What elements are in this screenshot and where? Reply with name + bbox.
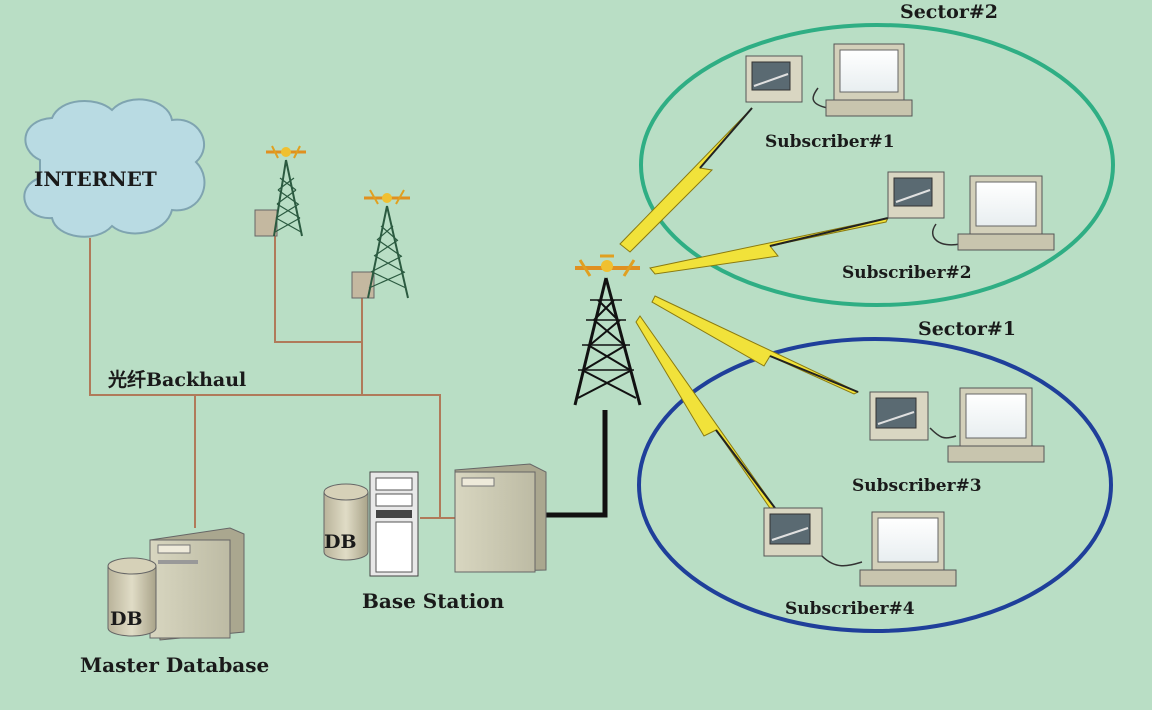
- subscriber-2-computer: [931, 175, 1055, 251]
- wireless-links: [619, 107, 889, 515]
- base-db-cylinder: [323, 483, 369, 561]
- master-db-label: DB: [110, 608, 143, 630]
- terminal-links: [699, 107, 889, 513]
- base-station-unit: [454, 463, 547, 573]
- subscriber-3-computer: [929, 387, 1045, 463]
- backhaul-cables: [89, 235, 455, 528]
- subscriber-1-label: Subscriber#1: [765, 132, 895, 152]
- sector1-ring: [637, 337, 1113, 633]
- main-tower: [573, 254, 642, 406]
- sector2-label: Sector#2: [900, 1, 998, 23]
- master-server: [149, 527, 245, 641]
- base-rack: [369, 471, 419, 577]
- backhaul-label: 光纤Backhaul: [107, 368, 246, 391]
- sector1-label: Sector#1: [918, 318, 1016, 340]
- sector2-ring: [639, 23, 1115, 307]
- subscriber-2-label: Subscriber#2: [842, 263, 972, 283]
- subscriber-1-computer: [812, 43, 913, 117]
- master-database-label: Master Database: [80, 653, 269, 677]
- relay-tower-1: [254, 145, 306, 237]
- subscriber-4-terminal: [763, 507, 823, 557]
- base-station-label: Base Station: [362, 589, 505, 613]
- subscriber-4-label: Subscriber#4: [785, 599, 915, 619]
- base-db-label: DB: [324, 531, 357, 553]
- subscriber-1-terminal: [745, 55, 803, 103]
- tower-feed-cable: [540, 410, 608, 518]
- master-db-cylinder: [107, 557, 157, 637]
- relay-tower-2: [351, 189, 410, 299]
- subscriber-3-terminal: [869, 391, 929, 441]
- subscriber-4-computer: [821, 511, 957, 587]
- internet-label: INTERNET: [34, 167, 157, 191]
- subscriber-2-terminal: [887, 171, 945, 219]
- subscriber-3-label: Subscriber#3: [852, 476, 982, 496]
- internet-cloud: [23, 98, 206, 238]
